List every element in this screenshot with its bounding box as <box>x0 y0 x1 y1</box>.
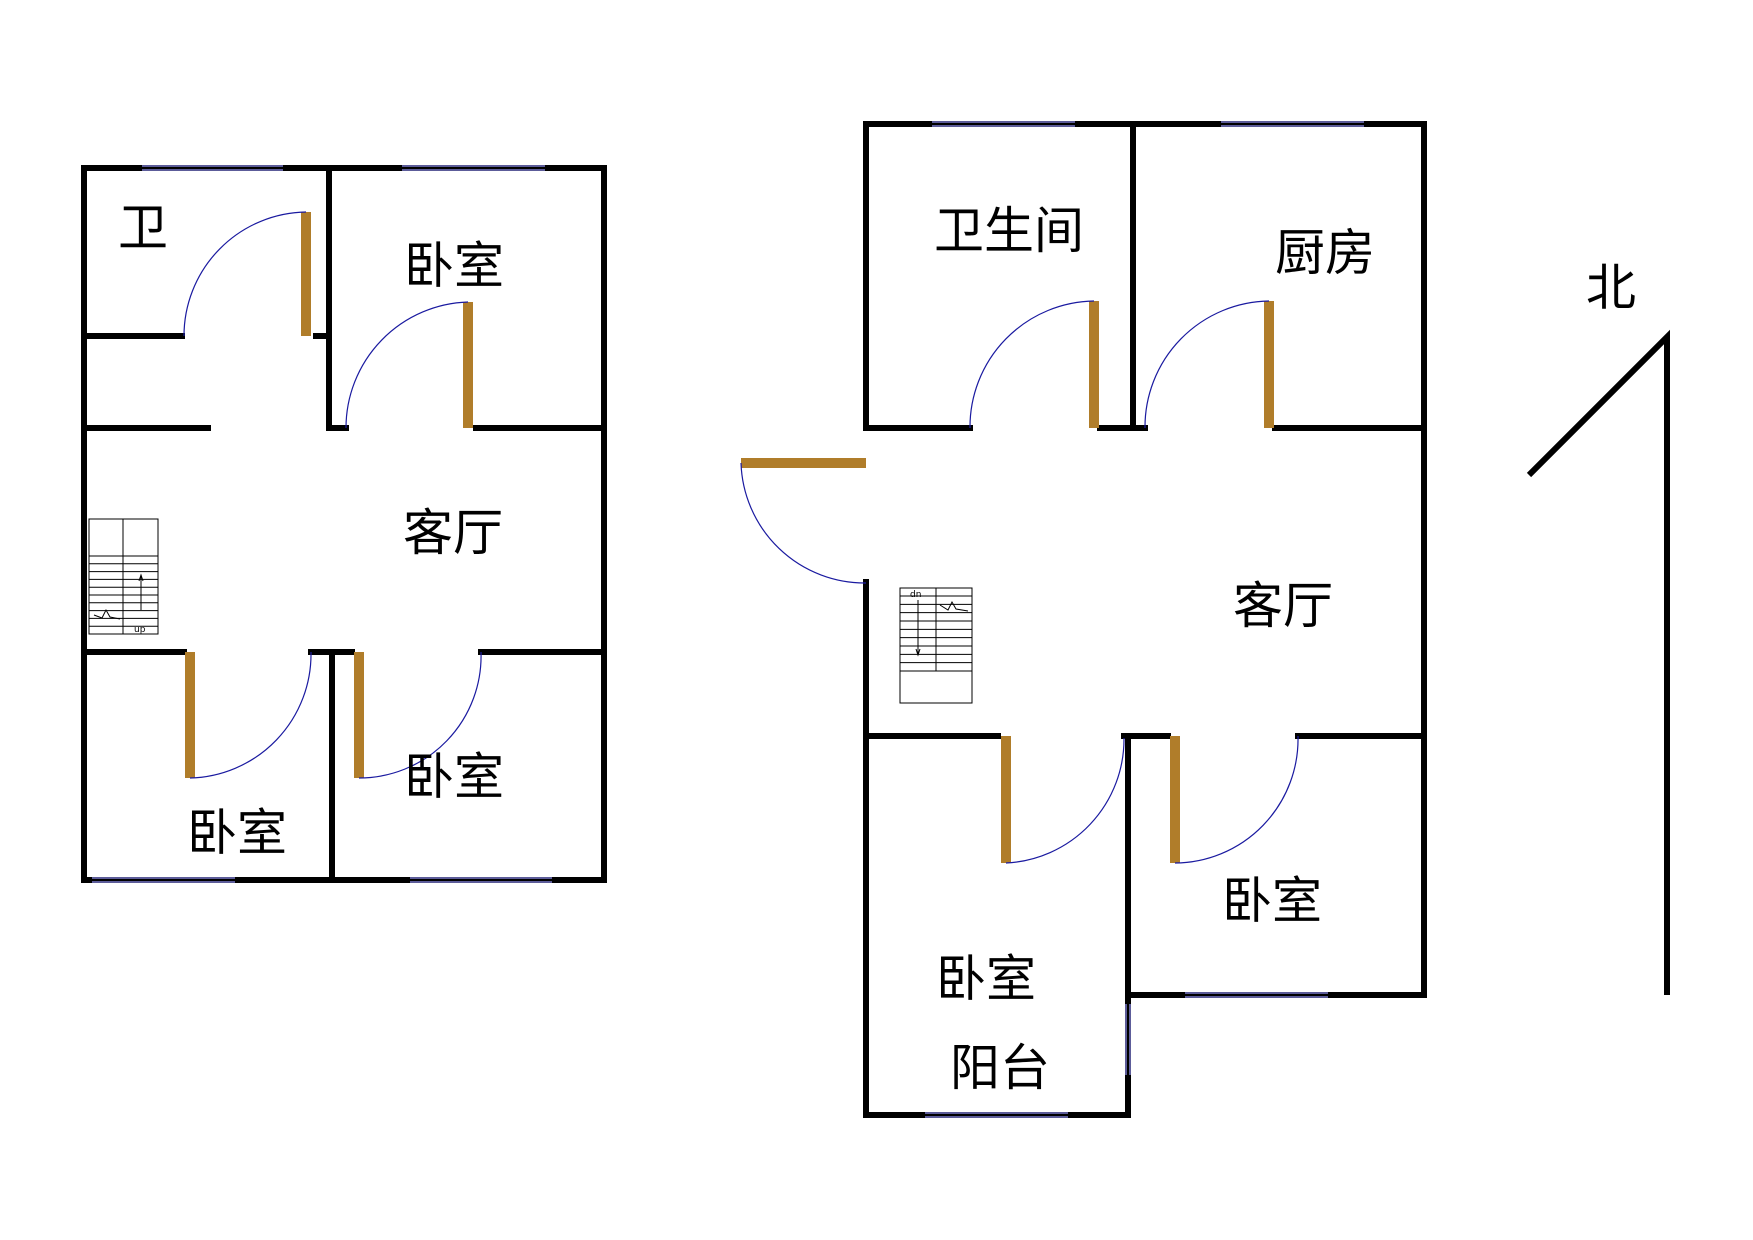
room-label-bath: 卫 <box>118 199 168 257</box>
room-label-balcony: 阳台 <box>950 1039 1050 1097</box>
room-label-bedroom-bottom-right: 卧室 <box>404 748 504 806</box>
room-label-living-right: 客厅 <box>1233 577 1333 635</box>
right-stairs-label: dn <box>910 590 921 600</box>
room-label-bedroom-right: 卧室 <box>1222 872 1322 930</box>
right-stairs-icon <box>899 587 973 704</box>
room-label-bathroom: 卫生间 <box>934 202 1084 260</box>
compass-label: 北 <box>1586 259 1636 317</box>
room-label-bedroom-bottom-left: 卧室 <box>187 804 287 862</box>
left-stairs-label: up <box>134 625 146 635</box>
left-windows <box>92 165 552 883</box>
left-doors <box>183 211 482 779</box>
right-floor-plan: dn 卫生间 厨房 客厅 卧室 卧室 阳台 <box>740 121 1427 1118</box>
left-walls <box>81 165 607 883</box>
left-stairs-icon <box>88 518 159 635</box>
right-walls <box>863 121 1427 1118</box>
north-arrow-icon: 北 <box>1526 259 1670 995</box>
right-windows <box>925 121 1364 1118</box>
room-label-bedroom-left: 卧室 <box>936 950 1036 1008</box>
room-label-kitchen: 厨房 <box>1275 224 1375 282</box>
room-label-bedroom-top: 卧室 <box>404 237 504 295</box>
left-floor-plan: up 卫 卧室 客厅 卧室 卧室 <box>81 165 607 883</box>
room-label-living: 客厅 <box>403 504 503 562</box>
right-doors <box>740 300 1299 864</box>
